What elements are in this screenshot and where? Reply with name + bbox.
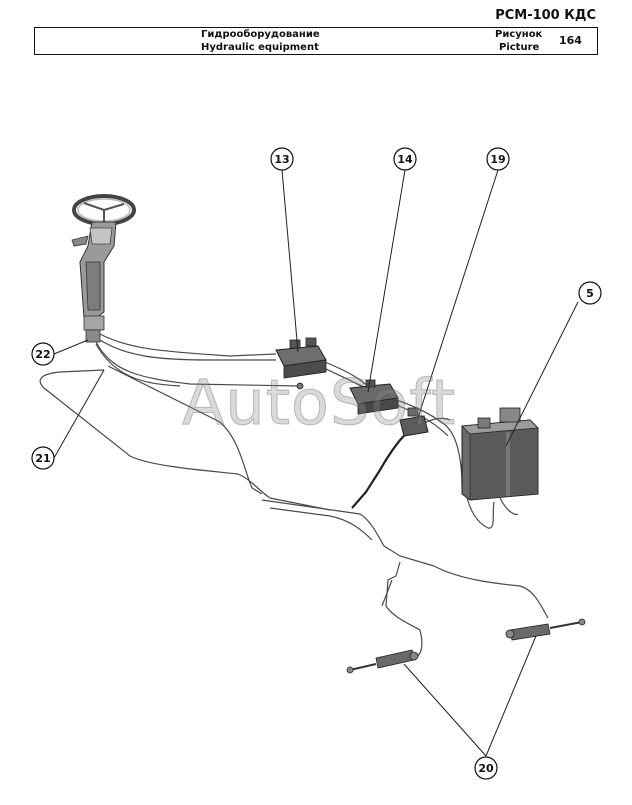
callout-14: 14 bbox=[393, 147, 417, 171]
hydraulic-tank-5 bbox=[461, 407, 539, 501]
callout-5-label: 5 bbox=[586, 287, 594, 300]
callout-14-label: 14 bbox=[397, 153, 413, 166]
hydraulic-cylinder-left bbox=[346, 649, 419, 674]
callout-19-label: 19 bbox=[490, 153, 505, 166]
watermark: AutoSoft bbox=[181, 366, 457, 440]
valve-block-14 bbox=[349, 379, 399, 415]
model-title: РСМ-100 КДС bbox=[495, 8, 596, 23]
callout-19: 19 bbox=[486, 147, 510, 171]
valve-19 bbox=[399, 407, 429, 437]
leader-lines bbox=[53, 169, 579, 757]
header-box: Гидрооборудование Hydraulic equipment Ри… bbox=[34, 27, 598, 55]
callout-13-label: 13 bbox=[274, 153, 289, 166]
callout-21-label: 21 bbox=[35, 452, 50, 465]
callout-20-label: 20 bbox=[478, 762, 494, 775]
callout-5: 5 bbox=[578, 281, 602, 305]
steering-wheel bbox=[72, 194, 136, 226]
callout-20: 20 bbox=[474, 756, 498, 780]
callout-22-label: 22 bbox=[35, 348, 50, 361]
valve-block-13 bbox=[275, 337, 327, 390]
callout-21: 21 bbox=[31, 446, 55, 470]
callout-13: 13 bbox=[270, 147, 294, 171]
header-picture-en: Picture bbox=[499, 42, 540, 53]
header-title-ru: Гидрооборудование bbox=[201, 29, 320, 40]
steering-column bbox=[71, 221, 117, 343]
header-picture-ru: Рисунок bbox=[495, 29, 543, 40]
header-title-en: Hydraulic equipment bbox=[201, 42, 319, 53]
header-picture-number: 164 bbox=[559, 34, 582, 47]
hydraulic-cylinder-right bbox=[505, 618, 586, 641]
callout-22: 22 bbox=[31, 342, 55, 366]
